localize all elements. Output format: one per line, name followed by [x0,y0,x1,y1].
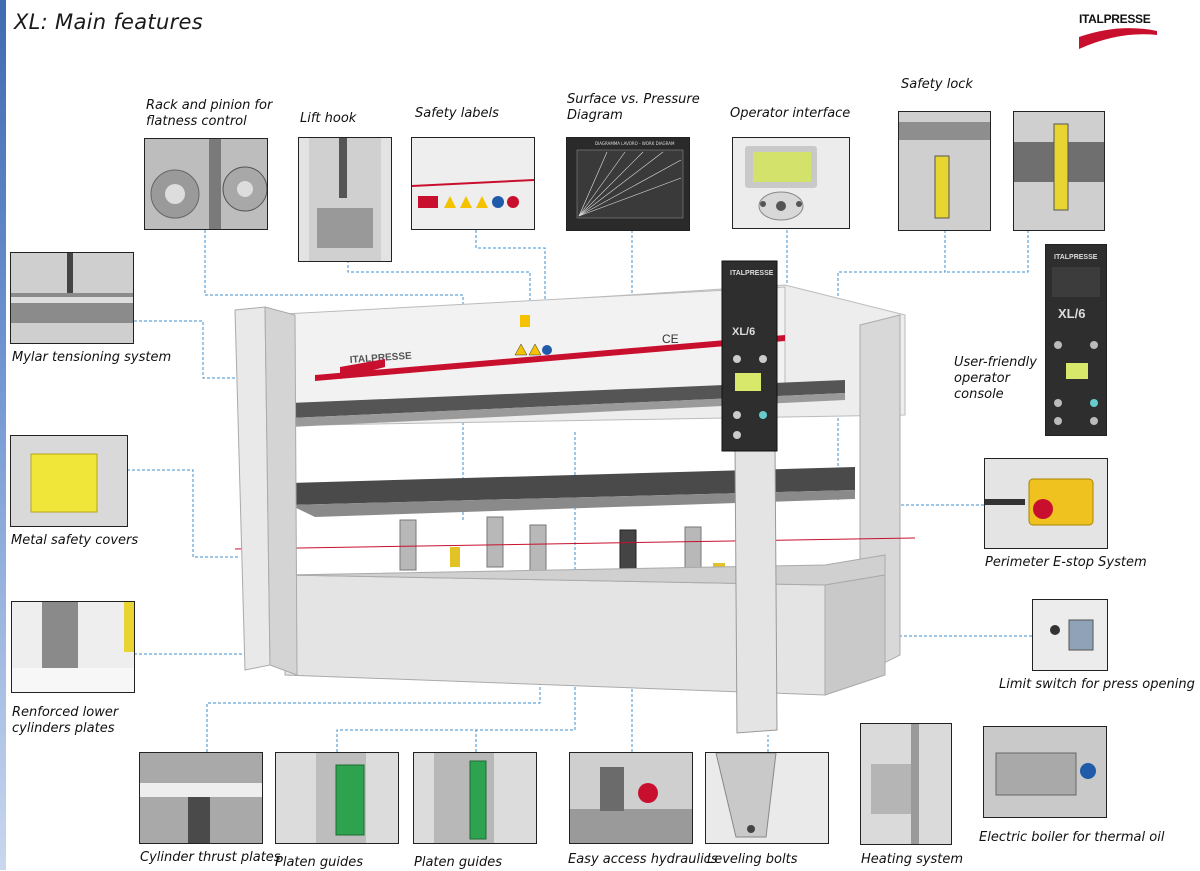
photo-limit-switch [1032,599,1108,671]
photo-lift-hook [298,137,392,262]
connector-lift-hook [347,260,531,300]
label-metal-covers: Metal safety covers [11,533,139,548]
label-platen-guides-2: Platen guides [414,855,503,870]
connector-mylar [134,320,235,379]
photo-operator-console: ITALPRESSE XL/6 [1045,244,1107,436]
photo-operator-interface [732,137,850,229]
ce-mark-text: CE [662,332,679,346]
label-rack-pinion-text: Rack and pinion for flatness control [146,98,273,129]
label-console-text: User-friendly operator console [954,355,1037,402]
label-electric-boiler: Electric boiler for thermal oil [979,830,1165,845]
label-mylar: Mylar tensioning system [12,350,172,365]
label-leveling-bolts: Leveling bolts [707,852,798,867]
photo-hydraulics [569,752,693,844]
console-brand-text: ITALPRESSE [1054,254,1098,261]
photo-heating-system [860,723,952,845]
label-platen-guides-1: Platen guides [275,855,364,870]
label-surface-pressure: Surface vs. Pressure Diagram [567,92,700,124]
photo-safety-labels [411,137,535,230]
photo-pressure-diagram: DIAGRAMMA LAVORO - WORK DIAGRAM [566,137,690,231]
label-limit-switch: Limit switch for press opening [999,677,1195,692]
photo-metal-covers [10,435,128,527]
connector-safety-lock-2 [945,230,1029,273]
label-estop: Perimeter E-stop System [985,555,1147,570]
page-title: XL: Main features [14,10,203,34]
photo-reinforced-plates [11,601,135,693]
photo-platen-guides-2 [413,752,537,844]
label-reinforced-plates: Renforced lower cylinders plates [12,705,118,737]
label-heating-system: Heating system [861,852,964,867]
label-hydraulics: Easy access hydraulics [568,852,718,867]
diagram-header: DIAGRAMMA LAVORO - WORK DIAGRAM [595,141,675,146]
label-console: User-friendly operator console [954,355,1037,403]
label-operator-interface: Operator interface [730,106,851,121]
logo-swoosh-icon [1079,28,1157,49]
italpresse-logo: ITALPRESSE [1079,13,1159,53]
photo-leveling-bolts [705,752,829,844]
press-machine-illustration: ITALPRESSE CE ITALPRESSE XL/6 [234,260,916,734]
left-accent-bar [0,0,6,870]
photo-safety-lock-2 [1013,111,1105,231]
machine-panel-brand: ITALPRESSE [730,270,774,277]
label-safety-labels: Safety labels [415,106,499,121]
machine-brand-text: ITALPRESSE [349,351,412,366]
label-rack-pinion: Rack and pinion for flatness control [146,98,272,130]
photo-thrust-plates [139,752,263,844]
connector-covers [127,469,240,558]
photo-rack-pinion [144,138,268,230]
machine-panel-model: XL/6 [732,326,755,338]
photo-safety-lock-1 [898,111,991,231]
label-safety-lock: Safety lock [901,77,973,92]
photo-electric-boiler [983,726,1107,818]
photo-platen-guides-1 [275,752,399,844]
photo-mylar [10,252,134,344]
label-reinforced-plates-text: Renforced lower cylinders plates [12,705,119,736]
logo-text: ITALPRESSE [1079,12,1151,26]
console-model-text: XL/6 [1058,306,1085,321]
label-thrust-plates: Cylinder thrust plates [140,850,281,865]
label-surface-pressure-text: Surface vs. Pressure Diagram [567,92,700,123]
connector-safety-labels [475,230,546,325]
photo-estop [984,458,1108,549]
label-lift-hook: Lift hook [300,111,357,126]
